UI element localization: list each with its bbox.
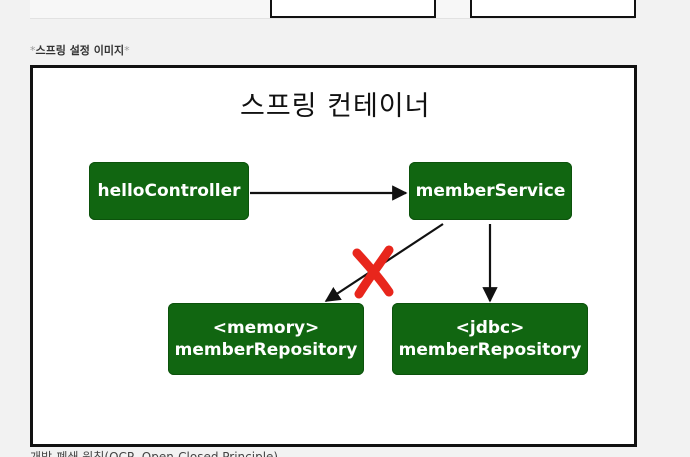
node-label: memberRepository <box>174 340 358 360</box>
node-hello-controller: helloController <box>89 162 249 220</box>
container-title: 스프링 컨테이너 <box>240 91 431 122</box>
node-member-service: memberService <box>409 162 572 220</box>
following-paragraph-text: 개방-폐쇄 원칙(OCP, Open-Closed Principle) <box>30 450 279 457</box>
node-label: memberService <box>415 181 566 201</box>
node-jdbc-member-repository: <jdbc> memberRepository <box>392 303 588 375</box>
node-label: helloController <box>97 181 241 201</box>
previous-figure-strip <box>30 0 636 19</box>
diagram-edges <box>250 185 498 303</box>
node-label: memberRepository <box>398 340 582 360</box>
previous-figure-box <box>470 0 636 18</box>
node-memory-member-repository: <memory> memberRepository <box>168 303 364 375</box>
spring-container-diagram: 스프링 컨테이너 helloController memberService <… <box>30 65 637 447</box>
node-label-qualifier: <memory> <box>212 318 320 338</box>
previous-figure-box <box>270 0 436 18</box>
node-label-qualifier: <jdbc> <box>455 318 525 338</box>
figure-caption: *스프링 설정 이미지* <box>30 44 130 57</box>
cross-mark-icon <box>352 245 394 299</box>
